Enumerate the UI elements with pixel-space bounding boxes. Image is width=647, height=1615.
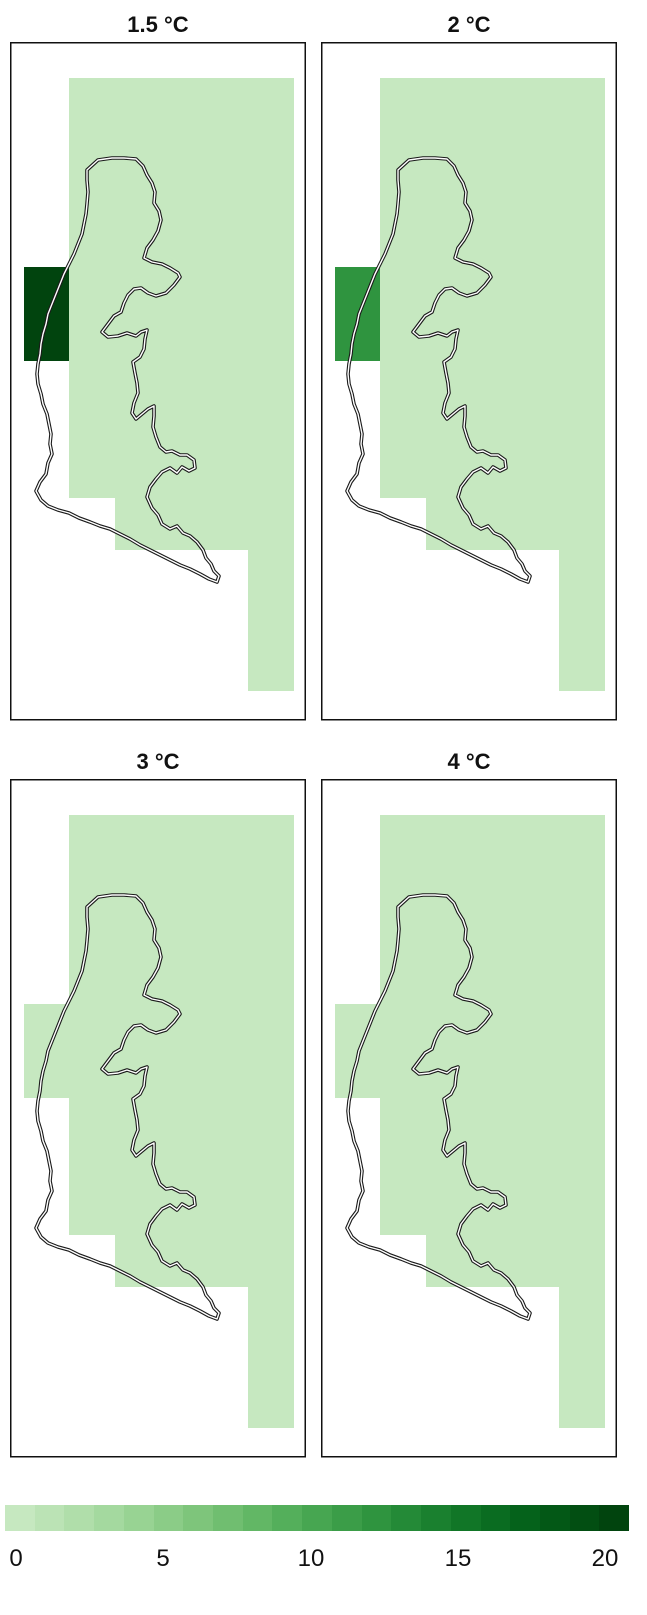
- colorbar-swatch: [331, 1505, 362, 1531]
- grid-cell-region-main: [69, 815, 294, 1235]
- grid-cell-region-southeast: [248, 498, 294, 691]
- colorbar-swatch: [361, 1505, 392, 1531]
- map-svg: [321, 42, 617, 721]
- panel-title-1: 1.5 °C: [127, 12, 189, 37]
- map-svg: [10, 42, 306, 721]
- grid-cell-west-upper: [24, 267, 69, 314]
- colorbar-swatch: [450, 1505, 481, 1531]
- panel-title-2: 2 °C: [447, 12, 491, 37]
- map-panel-4: [321, 779, 617, 1479]
- colorbar-tick-15: 15: [444, 1545, 472, 1572]
- colorbar-swatch: [480, 1505, 511, 1531]
- coastline-inner: [346, 157, 531, 583]
- colorbar-swatch: [213, 1505, 243, 1531]
- coastline-inner: [35, 157, 220, 583]
- grid-cell-region-main: [69, 78, 294, 498]
- colorbar-swatch: [391, 1505, 422, 1531]
- panel-frame: [321, 779, 617, 1458]
- grid-cell-region-main: [380, 815, 605, 1235]
- colorbar-swatch: [569, 1505, 600, 1531]
- coastline-inner: [346, 894, 531, 1320]
- map-panel-2: [321, 42, 617, 742]
- colorbar-swatch: [272, 1505, 303, 1531]
- colorbar-swatch: [123, 1505, 154, 1531]
- coastline-inner: [35, 894, 220, 1320]
- colorbar-tick-5: 5: [156, 1545, 170, 1572]
- colorbar-tick-0: 0: [9, 1545, 23, 1572]
- grid-cell-west-upper: [24, 1004, 69, 1051]
- panel-title-3: 3 °C: [136, 749, 180, 774]
- colorbar-swatch: [34, 1505, 65, 1531]
- grid-cell-region-main: [380, 78, 605, 498]
- colorbar-tick-20: 20: [591, 1545, 619, 1572]
- colorbar-swatch: [302, 1505, 332, 1531]
- colorbar-swatch: [153, 1505, 184, 1531]
- grid-cell-region-southeast: [248, 1235, 294, 1428]
- map-svg: [321, 779, 617, 1458]
- grid-cell-region-southeast: [559, 1235, 605, 1428]
- colorbar-swatch: [599, 1505, 630, 1531]
- map-svg: [10, 779, 306, 1458]
- colorbar-swatch: [64, 1505, 95, 1531]
- panel-title-4: 4 °C: [447, 749, 491, 774]
- map-panel-3: [10, 779, 306, 1479]
- colorbar-tick-10: 10: [297, 1545, 325, 1572]
- colorbar-swatch: [242, 1505, 273, 1531]
- colorbar: [5, 1505, 630, 1531]
- panel-frame: [321, 42, 617, 721]
- colorbar-swatch: [421, 1505, 451, 1531]
- colorbar-swatch: [183, 1505, 214, 1531]
- grid-cell-west-upper: [335, 1004, 380, 1051]
- grid-cell-west-upper: [335, 267, 380, 314]
- colorbar-swatch: [510, 1505, 540, 1531]
- panel-frame: [10, 42, 306, 721]
- colorbar-swatch: [94, 1505, 124, 1531]
- colorbar-swatch: [539, 1505, 570, 1531]
- map-panel-1: [10, 42, 306, 742]
- colorbar-swatch: [5, 1505, 35, 1531]
- grid-cell-region-southeast: [559, 498, 605, 691]
- panel-frame: [10, 779, 306, 1458]
